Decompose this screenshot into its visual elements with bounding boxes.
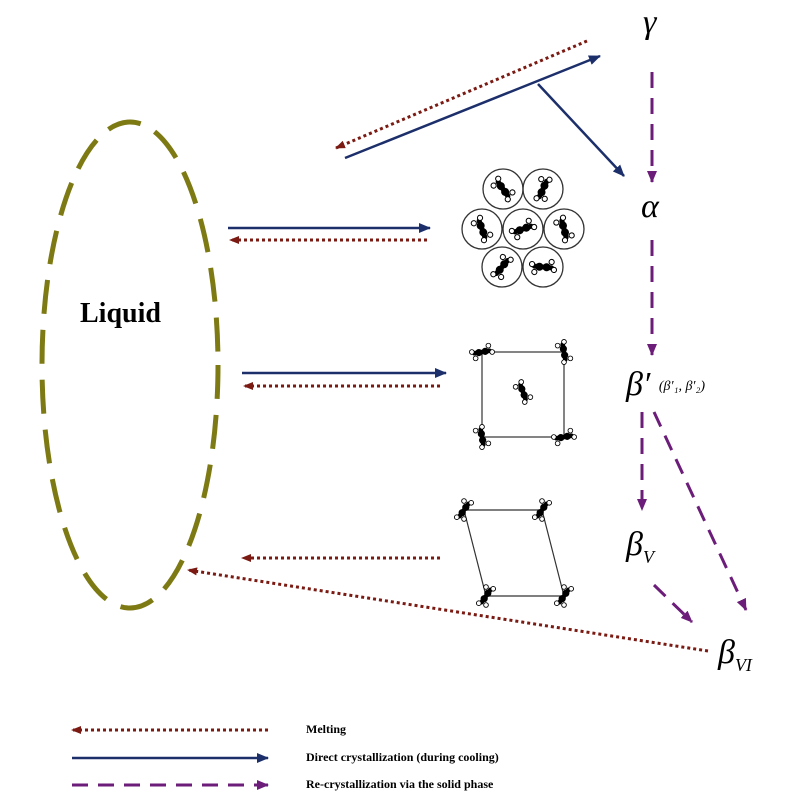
legend-recryst-label: Re-crystallization via the solid phase (306, 777, 494, 791)
direct-arrow-gamma-to-alpha (537, 83, 625, 177)
phase-gamma: γ (643, 4, 657, 41)
recryst-beta-v-to-beta-vi (652, 583, 694, 624)
melting-arrow-beta-vi (187, 567, 709, 653)
phase-beta-vi-symbol: β (718, 634, 735, 671)
legend-direct-label: Direct crystallization (during cooling) (306, 750, 499, 764)
phase-beta-v: βV (626, 526, 654, 568)
phase-beta-vi-subscript: VI (734, 654, 752, 675)
phase-beta-prime-symbol: β′ (626, 366, 651, 403)
phase-beta-v-subscript: V (642, 546, 654, 567)
recryst-beta-prime-to-beta-vi (652, 411, 748, 611)
phase-beta-v-symbol: β (626, 526, 643, 563)
phase-beta-prime: β′ (β′₁, β′₂) (626, 366, 705, 404)
liquid-region (39, 119, 221, 611)
phase-alpha: α (641, 188, 659, 225)
liquid-label: Liquid (80, 298, 161, 329)
phase-beta-prime-subforms: (β′₁, β′₂) (658, 379, 706, 395)
alpha-structure-icon (461, 168, 585, 288)
phase-beta-vi: βVI (718, 634, 752, 676)
beta-prime-structure-icon (467, 337, 579, 452)
direct-arrow-gamma (344, 54, 601, 160)
legend-melting-label: Melting (306, 722, 346, 736)
beta-v-structure-icon (454, 499, 573, 608)
